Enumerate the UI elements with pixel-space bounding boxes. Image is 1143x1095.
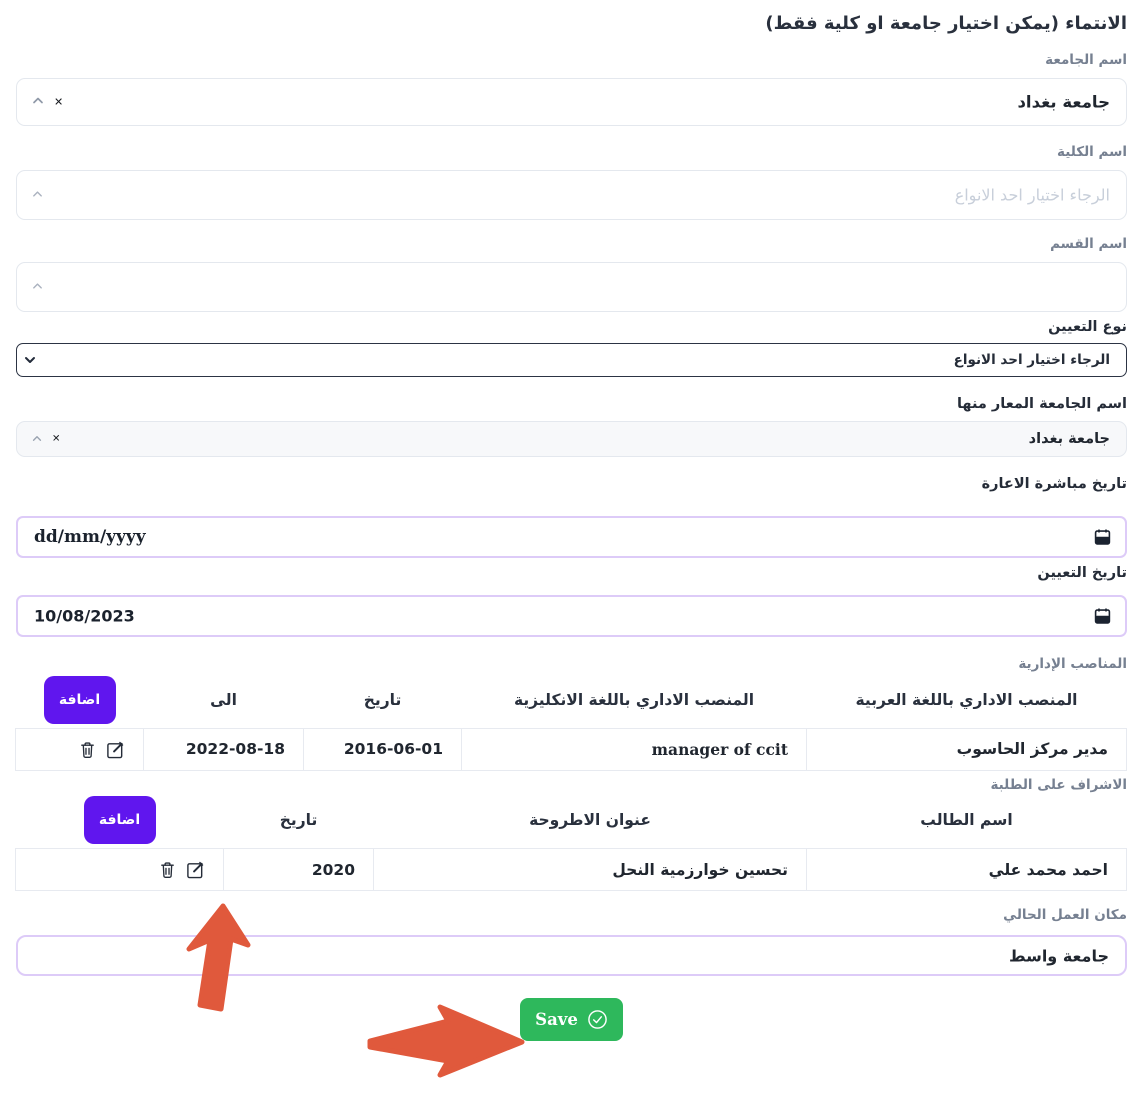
college-label: اسم الكلية xyxy=(1057,144,1127,160)
cell-position-ar: مدير مركز الحاسوب xyxy=(806,727,1127,771)
delete-button[interactable] xyxy=(158,860,177,879)
add-supervision-button[interactable]: اضافة xyxy=(83,796,156,845)
appointment-type-label: نوع التعيين xyxy=(1048,319,1127,335)
chevron-down-icon xyxy=(22,352,38,368)
table-row: احمد محمد علي تحسين خوارزمية النحل 2020 xyxy=(15,848,1127,891)
delete-button[interactable] xyxy=(78,740,97,759)
appointment-date-label: تاريخ التعيين xyxy=(1037,565,1127,581)
col-header-date: تاريخ xyxy=(279,811,318,830)
calendar-icon[interactable] xyxy=(1094,529,1111,546)
cell-student: احمد محمد علي xyxy=(806,848,1127,891)
college-select[interactable]: الرجاء اختيار احد الانواع xyxy=(16,170,1127,220)
edit-icon xyxy=(187,861,204,879)
college-placeholder: الرجاء اختيار احد الانواع xyxy=(954,185,1110,205)
supervision-section-label: الاشراف على الطلبة xyxy=(990,776,1127,793)
secondment-date-value: dd/mm/yyyy xyxy=(34,527,146,547)
admin-positions-header-row: المنصب الاداري باللغة العربية المنصب الا… xyxy=(16,672,1127,728)
admin-positions-section-label: المناصب الإدارية xyxy=(1018,656,1127,672)
cell-position-en: manager of ccit xyxy=(461,727,807,771)
seconded-university-value: جامعة بغداد xyxy=(1028,431,1110,447)
trash-icon xyxy=(81,741,94,758)
workplace-value: جامعة واسط xyxy=(1008,946,1109,965)
clear-icon[interactable]: ✕ xyxy=(54,95,64,109)
cell-date: 2016-06-01 xyxy=(303,727,462,771)
secondment-date-label: تاريخ مباشرة الاعارة xyxy=(981,476,1127,492)
cell-date: 2020 xyxy=(223,848,374,891)
workplace-label: مكان العمل الحالي xyxy=(1003,907,1127,923)
add-admin-position-button[interactable]: اضافة xyxy=(43,675,116,724)
seconded-university-select: جامعة بغداد ✕ xyxy=(16,421,1127,457)
cell-to: 2022-08-18 xyxy=(143,727,304,771)
chevron-up-icon[interactable] xyxy=(31,278,44,297)
department-select[interactable] xyxy=(16,262,1127,312)
appointment-date-input[interactable]: 10/08/2023 xyxy=(16,595,1127,637)
workplace-input[interactable]: جامعة واسط xyxy=(16,935,1127,976)
chevron-up-icon[interactable] xyxy=(31,93,45,112)
col-header-date: تاريخ xyxy=(363,690,402,709)
chevron-up-icon xyxy=(31,430,43,449)
col-header-to: الى xyxy=(210,690,237,709)
cell-actions xyxy=(15,848,224,891)
chevron-up-icon[interactable] xyxy=(31,186,44,205)
check-circle-icon xyxy=(587,1009,608,1030)
col-header-actions: اضافة xyxy=(16,672,144,728)
save-button[interactable]: Save xyxy=(520,998,623,1041)
table-row: مدير مركز الحاسوب manager of ccit 2016-0… xyxy=(15,727,1127,771)
col-header-position-en: المنصب الاداري باللغة الانكليزية xyxy=(513,690,755,709)
appointment-type-select[interactable]: الرجاء اختيار احد الانواع xyxy=(16,343,1127,377)
save-button-label: Save xyxy=(535,1010,578,1029)
cell-actions xyxy=(15,727,144,771)
appointment-date-value: 10/08/2023 xyxy=(34,606,135,626)
col-header-position-ar: المنصب الاداري باللغة العربية xyxy=(855,690,1078,709)
department-label: اسم القسم xyxy=(1050,236,1127,252)
supervision-header-row: اسم الطالب عنوان الاطروحة تاريخ اضافة xyxy=(16,793,1127,849)
cell-thesis: تحسين خوارزمية النحل xyxy=(373,848,807,891)
col-header-student: اسم الطالب xyxy=(920,811,1013,830)
admin-positions-table: المنصب الاداري باللغة العربية المنصب الا… xyxy=(15,672,1127,771)
edit-button[interactable] xyxy=(106,740,125,759)
trash-icon xyxy=(161,862,174,878)
edit-icon xyxy=(107,741,124,758)
secondment-date-input[interactable]: dd/mm/yyyy xyxy=(16,516,1127,558)
university-select[interactable]: جامعة بغداد ✕ xyxy=(16,78,1127,126)
clear-icon: ✕ xyxy=(52,433,61,444)
col-header-actions: اضافة xyxy=(16,793,224,849)
edit-button[interactable] xyxy=(186,860,205,879)
calendar-icon[interactable] xyxy=(1094,608,1111,625)
university-value: جامعة بغداد xyxy=(1017,92,1110,112)
seconded-university-label: اسم الجامعة المعار منها xyxy=(956,396,1127,412)
col-header-thesis: عنوان الاطروحة xyxy=(529,811,651,830)
university-label: اسم الجامعة xyxy=(1045,52,1127,68)
supervision-table: اسم الطالب عنوان الاطروحة تاريخ اضافة اح… xyxy=(15,793,1127,891)
page-title: الانتماء (يمكن اختيار جامعة او كلية فقط) xyxy=(765,13,1127,34)
appointment-type-value: الرجاء اختيار احد الانواع xyxy=(953,352,1110,368)
